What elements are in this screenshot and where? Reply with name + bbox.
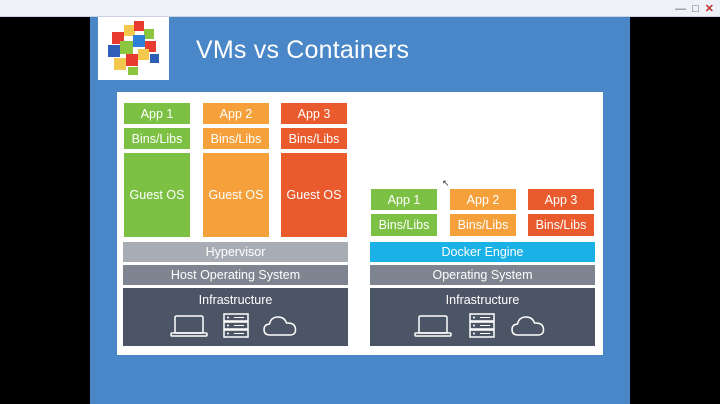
vm-app3-label: App 3 <box>281 103 347 124</box>
container-app3-libs: Bins/Libs <box>528 214 594 236</box>
container-app3-label: App 3 <box>528 189 594 210</box>
vm-app1-libs: Bins/Libs <box>124 128 190 149</box>
server-icon <box>469 313 495 338</box>
os-layer: Operating System <box>370 265 595 285</box>
window-top-bar: — □ ✕ <box>0 0 720 17</box>
logo <box>98 17 169 80</box>
vm-app3-guest-os: Guest OS <box>281 153 347 237</box>
mouse-cursor-icon: ↖ <box>442 178 450 188</box>
container-app2-libs: Bins/Libs <box>450 214 516 236</box>
laptop-icon <box>414 315 452 337</box>
server-icon <box>223 313 249 338</box>
close-icon[interactable]: ✕ <box>704 3 714 15</box>
container-app2-label: App 2 <box>450 189 516 210</box>
vm-app1-label: App 1 <box>124 103 190 124</box>
docker-engine-layer: Docker Engine <box>370 242 595 262</box>
window-controls: — □ ✕ <box>675 2 714 16</box>
host-os-layer: Host Operating System <box>123 265 348 285</box>
logo-cubes-icon <box>108 21 159 75</box>
container-app1-libs: Bins/Libs <box>371 214 437 236</box>
vm-app2-label: App 2 <box>203 103 269 124</box>
vm-app2-guest-os: Guest OS <box>203 153 269 237</box>
cloud-icon <box>511 316 545 336</box>
minimize-icon[interactable]: — <box>675 2 687 15</box>
vm-app2-libs: Bins/Libs <box>203 128 269 149</box>
vm-app1-guest-os: Guest OS <box>124 153 190 237</box>
vm-app3-libs: Bins/Libs <box>281 128 347 149</box>
maximize-icon[interactable]: □ <box>692 2 699 15</box>
cloud-icon <box>263 316 297 336</box>
container-app1-label: App 1 <box>371 189 437 210</box>
hypervisor-layer: Hypervisor <box>123 242 348 262</box>
slide-title: VMs vs Containers <box>196 36 410 64</box>
laptop-icon <box>170 315 208 337</box>
